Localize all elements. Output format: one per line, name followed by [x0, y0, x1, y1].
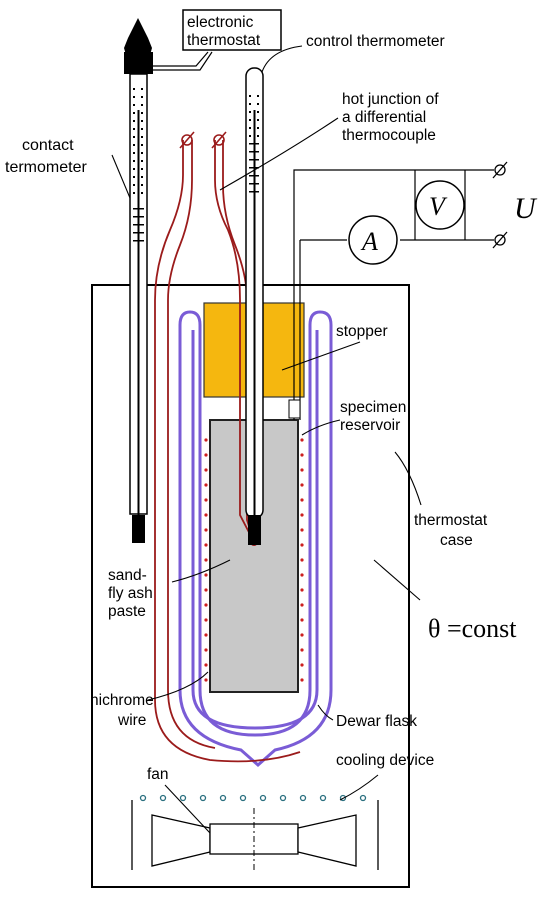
label-theta-const: θ =const — [428, 614, 517, 643]
label-ammeter: A — [360, 227, 378, 256]
label-contact-thermometer-line1: contact — [22, 137, 74, 154]
control-thermometer-scale — [249, 95, 259, 193]
nichrome-wire — [204, 438, 304, 682]
label-electronic-thermostat-line2: thermostat — [187, 32, 261, 49]
label-voltmeter: V — [429, 192, 448, 221]
dewar-flask — [178, 310, 333, 768]
label-paste-line3: paste — [108, 603, 146, 620]
label-nichrome-line1: nichrome — [90, 692, 154, 709]
control-thermometer — [245, 67, 264, 545]
label-dewar-flask: Dewar flask — [336, 713, 417, 730]
label-voltage: U — [514, 192, 538, 225]
label-cooling-device: cooling device — [336, 752, 434, 769]
label-specimen-line2: reservoir — [340, 417, 400, 434]
label-hot-junction-line2: a differential — [342, 109, 426, 126]
label-nichrome-line2: wire — [117, 712, 146, 729]
label-case-line1: thermostat — [414, 512, 488, 529]
thermocouple-terminals — [179, 131, 227, 149]
leader-lines — [111, 45, 422, 834]
label-electronic-thermostat-line1: electronic — [187, 14, 254, 31]
electrical-circuit-wires — [293, 169, 494, 420]
label-paste-line1: sand- — [108, 567, 147, 584]
label-specimen-line1: specimen — [340, 399, 406, 416]
label-hot-junction-line3: thermocouple — [342, 127, 436, 144]
contact-thermometer — [124, 18, 153, 543]
label-control-thermometer: control thermometer — [306, 33, 445, 50]
fan — [151, 814, 357, 867]
label-stopper: stopper — [336, 323, 388, 340]
thermostat-connection-wire — [153, 51, 213, 71]
label-contact-thermometer-line2: termometer — [5, 159, 87, 176]
label-fan: fan — [147, 766, 169, 783]
label-case-line2: case — [440, 532, 473, 549]
voltmeter-icon — [415, 180, 465, 230]
contact-thermometer-scale — [133, 88, 144, 242]
ammeter-icon — [348, 215, 398, 265]
label-hot-junction-line1: hot junction of — [342, 91, 439, 108]
label-paste-line2: fly ash — [108, 585, 153, 602]
cooling-device-dots — [139, 794, 367, 802]
electronic-thermostat-box — [182, 9, 282, 51]
circuit-terminals — [492, 161, 508, 249]
reservoir-connector — [288, 399, 301, 419]
